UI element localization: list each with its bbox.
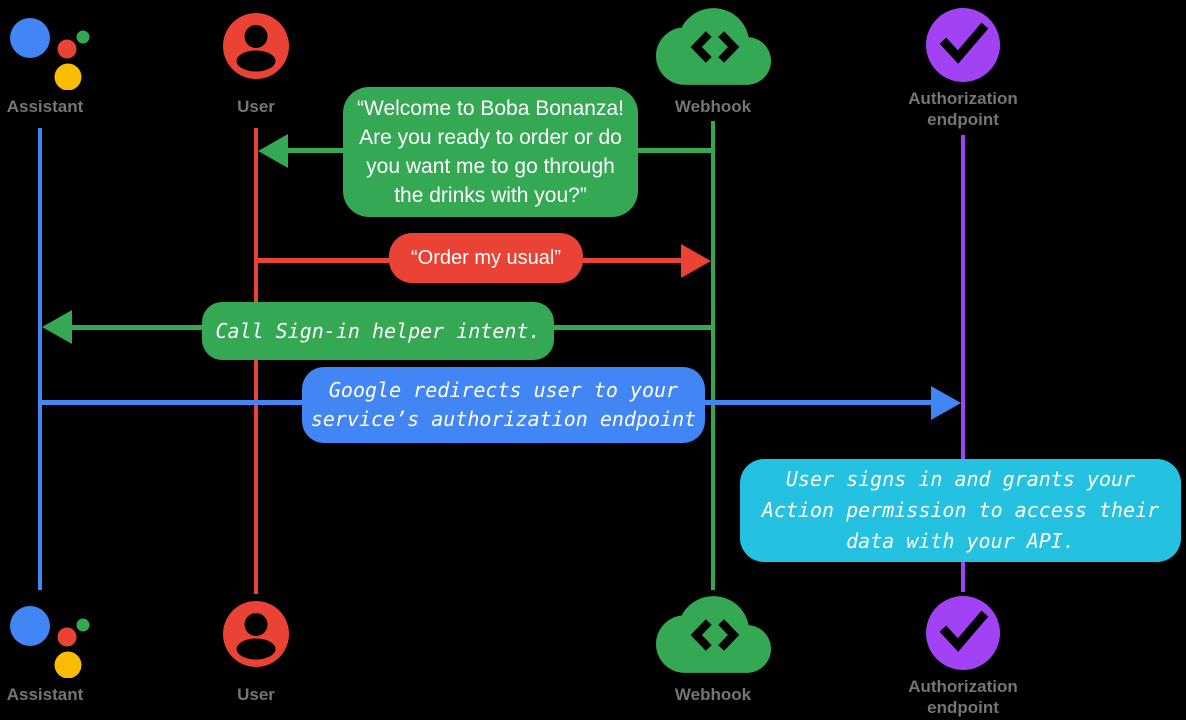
google-assistant-logo-icon <box>10 18 90 90</box>
message-line: the drinks with you?” <box>394 184 587 207</box>
assistant-label: Assistant <box>6 97 84 116</box>
checkmark-circle-icon <box>926 8 1000 82</box>
welcome-arrowhead-icon <box>258 134 288 168</box>
message-line: User signs in and grants your <box>785 467 1136 491</box>
user-label: User <box>237 685 275 704</box>
message-line: Action permission to access their <box>761 498 1160 522</box>
authorization-endpoint-label: Authorization endpoint <box>908 89 1018 129</box>
cloud-code-icon <box>656 8 771 85</box>
checkmark-circle-icon <box>926 596 1000 670</box>
webhook-label: Webhook <box>674 97 752 116</box>
google-assistant-logo-icon <box>10 606 90 678</box>
signin-helper-message-box: Call Sign-in helper intent. <box>202 302 554 360</box>
person-icon <box>223 601 289 667</box>
assistant-label: Assistant <box>6 685 84 704</box>
person-icon <box>223 13 289 79</box>
redirect-arrowhead-icon <box>931 386 961 420</box>
webhook-label: Webhook <box>674 685 752 704</box>
order-message-box: “Order my usual” <box>389 233 583 283</box>
user-lifeline <box>254 128 258 594</box>
assistant-lifeline <box>38 128 42 590</box>
message-line: data with your API. <box>846 529 1075 553</box>
message-line: you want me to go through <box>366 155 615 178</box>
redirect-message-box: Google redirects user to your service’s … <box>302 367 705 443</box>
message-line: service’s authorization endpoint <box>310 407 697 431</box>
message-line: Call Sign-in helper intent. <box>215 319 541 343</box>
order-arrowhead-icon <box>681 244 711 278</box>
grant-note-box: User signs in and grants your Action per… <box>740 459 1181 562</box>
user-label: User <box>237 97 275 116</box>
cloud-code-icon <box>656 596 771 673</box>
message-line: “Order my usual” <box>410 246 562 269</box>
message-line: Are you ready to order or do <box>359 126 622 149</box>
authorization-endpoint-lifeline <box>961 135 965 592</box>
signin-arrowhead-icon <box>42 310 72 344</box>
welcome-message-box: “Welcome to Boba Bonanza! Are you ready … <box>343 87 638 217</box>
message-line: “Welcome to Boba Bonanza! <box>357 97 624 120</box>
webhook-lifeline <box>711 121 715 590</box>
message-line: Google redirects user to your <box>328 378 679 402</box>
authorization-endpoint-label: Authorization endpoint <box>908 677 1018 717</box>
